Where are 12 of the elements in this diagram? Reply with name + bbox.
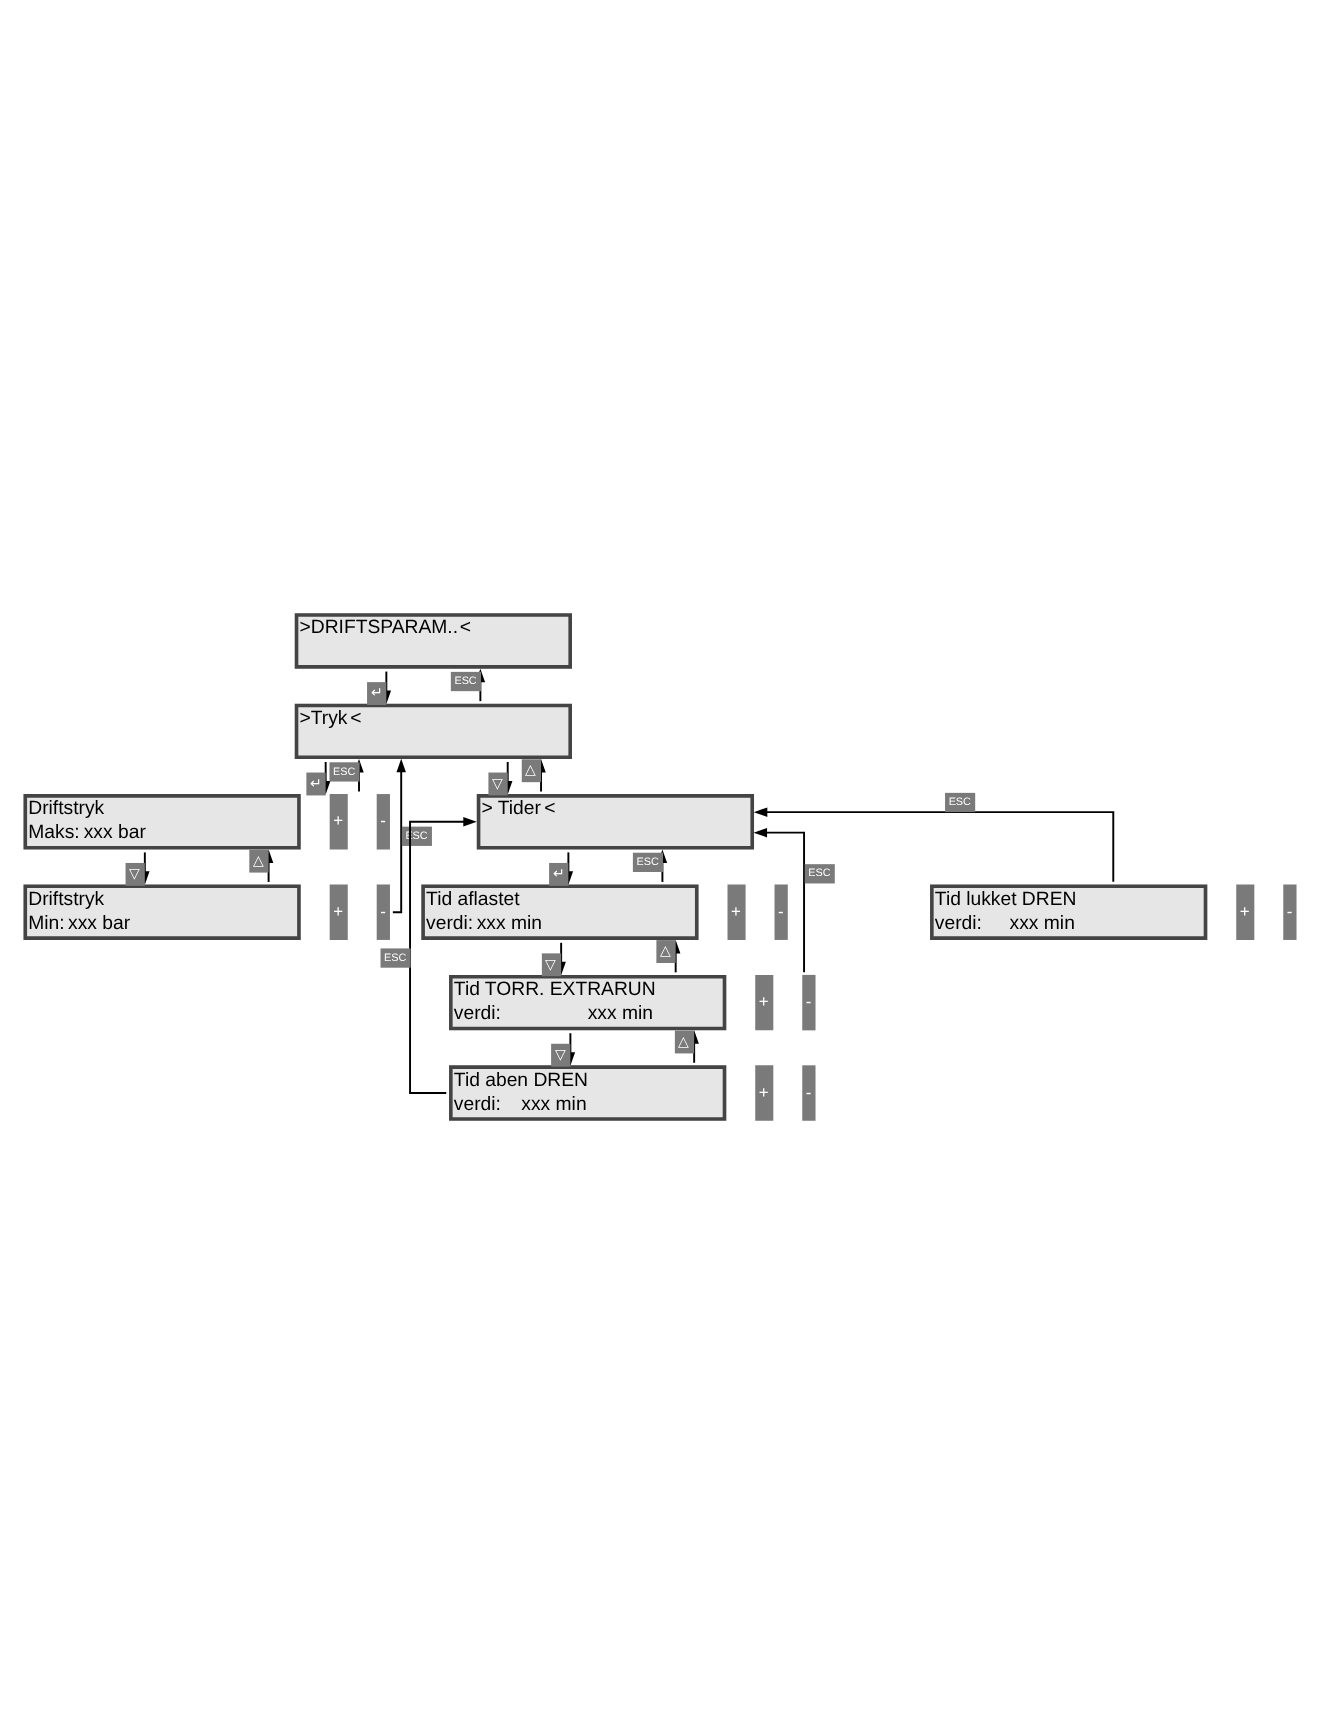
node-label: -: [805, 991, 812, 1012]
node-label: +: [731, 900, 741, 921]
node-label: -: [380, 810, 386, 831]
node-label: +: [333, 900, 344, 921]
node-label: -: [380, 900, 386, 921]
node-label: +: [1239, 900, 1250, 921]
node-label: +: [758, 1081, 769, 1102]
node-label: -: [1286, 900, 1293, 921]
node-label: -: [778, 900, 784, 921]
node-label: +: [333, 810, 344, 831]
node-label: -: [805, 1081, 812, 1102]
node-label: +: [758, 991, 769, 1012]
